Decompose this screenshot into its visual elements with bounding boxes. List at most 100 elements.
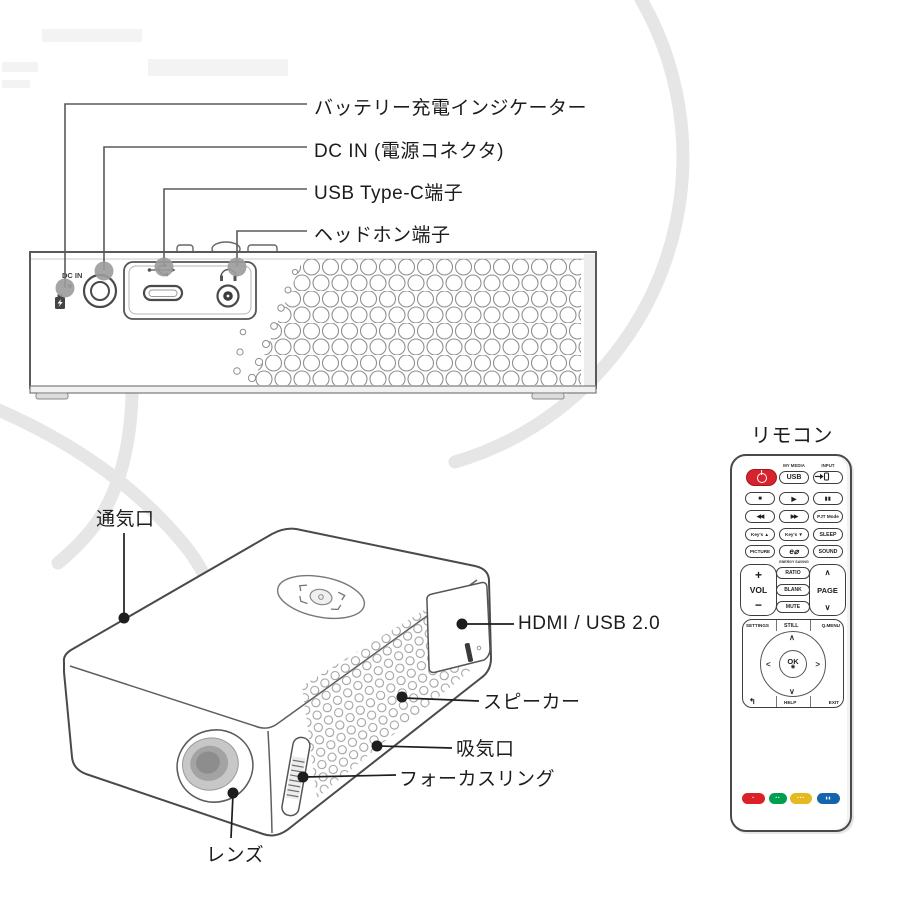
dc-in-panel-text: DC IN: [62, 271, 82, 280]
leader-line-dc-in: [103, 146, 307, 270]
control-pad[interactable]: [274, 569, 368, 625]
remote-pjt-mode-button[interactable]: PJT Mode: [813, 510, 843, 523]
remote-blue-button[interactable]: ▮▮: [817, 793, 840, 804]
focus-ring[interactable]: [281, 736, 311, 817]
remote-sound-button[interactable]: SOUND: [813, 545, 843, 558]
callout-label-intake: 吸気口: [456, 739, 515, 760]
remote-ratio-button[interactable]: RATIO: [776, 567, 810, 579]
leader-line-battery: [64, 103, 307, 288]
side-projector-illustration: [62, 527, 514, 839]
input-icon: [815, 472, 830, 481]
remote-help-button[interactable]: HELP: [784, 700, 797, 705]
callout-label-lens: レンズ: [206, 845, 265, 866]
remote-back-button[interactable]: ↰: [749, 697, 756, 706]
callout-label-vent: 通気口: [96, 509, 155, 530]
usb-c-port: [142, 284, 184, 302]
volume-down-label: −: [754, 598, 762, 612]
callout-label-usb-c: USB Type-C端子: [314, 183, 464, 204]
control-pad-brackets: [298, 584, 346, 611]
remote-usb-button[interactable]: USB: [779, 471, 809, 484]
callout-dot-speaker: [396, 691, 408, 703]
remote-play-button[interactable]: ▶: [779, 492, 809, 505]
callout-label-focus: フォーカスリング: [399, 769, 556, 790]
my-media-label: MY MEDIA: [783, 463, 805, 468]
input-label: INPUT: [821, 463, 835, 468]
page-up-icon: ∧: [824, 568, 831, 577]
dpad-ring[interactable]: [760, 631, 826, 697]
remote-ok-button[interactable]: OK ◉: [779, 650, 807, 678]
lens: [176, 729, 254, 803]
remote-power-button[interactable]: [746, 469, 777, 486]
callout-dot-headphone: [227, 257, 247, 277]
remote-exit-button[interactable]: EXIT: [828, 700, 839, 705]
callout-label-speaker: スピーカー: [483, 692, 581, 713]
remote-still-button[interactable]: STILL: [784, 623, 799, 629]
leader-line-intake: [377, 745, 453, 749]
callout-dot-intake: [371, 740, 383, 752]
leader-line-lens: [230, 793, 234, 839]
remote-sleep-button[interactable]: SLEEP: [813, 528, 843, 541]
callout-label-battery: バッテリー充電インジケーター: [314, 98, 588, 119]
remote-nav-cluster: SETTINGS STILL Q.MENU ∧ ∨ < > OK ◉ ↰ HEL…: [742, 619, 844, 708]
nav-separator: [776, 620, 777, 631]
remote-control: MY MEDIA USB INPUT ■ ▶ ▮▮ ◀◀ ▶▶ PJT Mode…: [730, 454, 852, 832]
energy-saving-label: ENERGY SAVING: [779, 559, 809, 564]
remote-picture-button[interactable]: PICTURE: [745, 545, 775, 558]
page-down-icon: ∨: [824, 603, 831, 612]
rear-callout-lines: [64, 103, 307, 288]
decorative-arc-right: [448, 0, 690, 469]
dc-in-connector: [82, 273, 118, 309]
remote-eco-button[interactable]: e⌀: [779, 545, 809, 558]
dpad-left-icon[interactable]: <: [766, 660, 771, 669]
dpad-right-icon[interactable]: >: [815, 660, 820, 669]
rear-projector-illustration: DC IN: [29, 103, 597, 400]
remote-yellow-button[interactable]: •••: [790, 793, 812, 804]
remote-pause-button[interactable]: ▮▮: [813, 492, 843, 505]
nav-separator: [776, 696, 777, 707]
page-label: PAGE: [817, 585, 838, 595]
side-body: [62, 527, 492, 837]
rear-speaker-grille: [233, 259, 581, 385]
ok-label: OK: [787, 656, 799, 666]
callout-dot-usb-c: [154, 257, 174, 277]
faint-ghost-shapes: [2, 29, 288, 88]
remote-forward-button[interactable]: ▶▶: [779, 510, 809, 523]
remote-red-button[interactable]: •: [742, 793, 765, 804]
volume-up-label: +: [754, 568, 762, 582]
decorative-arc-cross: [51, 361, 139, 570]
leader-line-usb-c: [163, 188, 307, 266]
remote-title: リモコン: [751, 425, 833, 447]
callout-dot-battery: [55, 278, 75, 298]
rear-foot-left: [35, 392, 69, 400]
side-callout-dots: [118, 612, 468, 799]
remote-stop-button[interactable]: ■: [745, 492, 775, 505]
nav-separator: [810, 696, 811, 707]
nav-separator: [810, 620, 811, 631]
remote-volume-rocker[interactable]: + VOL −: [740, 564, 777, 616]
dpad-up-icon[interactable]: ∧: [789, 633, 795, 642]
remote-green-button[interactable]: ••: [769, 793, 787, 804]
remote-input-button[interactable]: [813, 471, 843, 484]
callout-dot-focus: [297, 771, 309, 783]
callout-dot-hdmi: [456, 618, 468, 630]
remote-blank-button[interactable]: BLANK: [776, 584, 810, 596]
power-icon: [756, 472, 767, 483]
remote-settings-button[interactable]: SETTINGS: [746, 623, 769, 628]
callout-label-hdmi: HDMI / USB 2.0: [518, 613, 661, 634]
remote-mute-button[interactable]: MUTE: [776, 601, 810, 613]
rear-callout-dots: [55, 257, 247, 298]
callout-dot-vent: [118, 612, 130, 624]
remote-page-rocker[interactable]: ∧ PAGE ∨: [809, 564, 846, 616]
headphone-jack: [216, 284, 240, 308]
dpad-down-icon[interactable]: ∨: [789, 687, 795, 696]
remote-qmenu-button[interactable]: Q.MENU: [821, 623, 840, 628]
remote-keystone-up-button[interactable]: Key's ▲: [745, 528, 775, 541]
ok-dot-icon: ◉: [790, 664, 796, 670]
leader-line-focus: [303, 774, 397, 778]
remote-keystone-down-button[interactable]: Key's ▼: [779, 528, 809, 541]
remote-rewind-button[interactable]: ◀◀: [745, 510, 775, 523]
leader-line-speaker: [402, 697, 480, 702]
callout-label-dc-in: DC IN (電源コネクタ): [314, 141, 504, 162]
